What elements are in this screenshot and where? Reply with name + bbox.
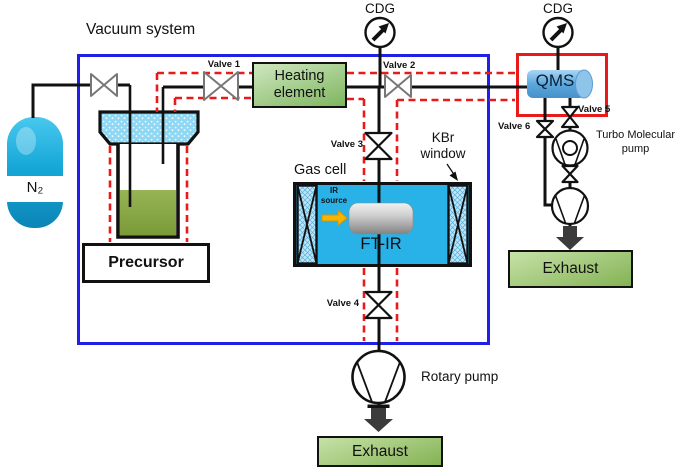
cdg-right-label: CDG — [543, 1, 573, 16]
cdg-gauge-left-icon — [364, 16, 396, 49]
rotary-pump-icon — [351, 349, 406, 408]
valve-1-label: Valve 1 — [207, 59, 240, 70]
precursor-stopper — [98, 110, 200, 146]
cdg-left-label: CDG — [365, 1, 395, 16]
qms-cylinder — [527, 69, 593, 99]
exhaust-box-bottom: Exhaust — [317, 436, 443, 467]
exhaust-box-right: Exhaust — [508, 250, 633, 288]
valve-1-icon — [203, 71, 239, 101]
pipe-valve6-bypass — [543, 137, 552, 207]
heating-tape-lines — [108, 71, 515, 341]
precursor-label: Precursor — [108, 254, 184, 271]
backing-pump-icon — [550, 186, 590, 226]
valve-5-label: Valve 5 — [578, 104, 611, 115]
rotary-pump-label: Rotary pump — [421, 369, 499, 384]
exhaust-right-label: Exhaust — [542, 260, 599, 277]
n2-cylinder-highlight — [16, 127, 36, 155]
heating-element-label-line1: Heating — [274, 67, 325, 84]
pipes — [31, 47, 572, 409]
precursor-liquid — [120, 190, 176, 235]
exhaust-arrow-bottom-icon — [364, 408, 393, 432]
cdg-gauge-right-icon — [542, 16, 574, 49]
ir-source-label-line1: IR — [330, 186, 338, 195]
valve-6-icon — [535, 119, 555, 139]
valve-4-icon — [364, 290, 393, 320]
ftir-label: FT-IR — [360, 235, 402, 253]
turbo-backing-valve-icon — [561, 164, 579, 184]
qms-highlight-box — [516, 53, 608, 117]
ir-source-label-line2: source — [320, 196, 348, 205]
heating-element-label-line2: element — [273, 85, 326, 101]
valve-2-icon — [384, 74, 412, 98]
kbr-window-left — [296, 184, 318, 265]
ir-beam-cylinder — [348, 202, 414, 235]
ir-source-arrow-icon — [321, 209, 348, 227]
heating-element-box: Heating element — [252, 62, 347, 108]
kbr-pointer-arrowhead — [449, 171, 458, 181]
n2-cylinder-band — [7, 176, 63, 202]
gas-cell-label: Gas cell — [294, 162, 347, 178]
turbo-pump-icon — [551, 129, 589, 167]
pipe-n2-to-valve — [31, 83, 91, 118]
n2-cylinder — [7, 117, 63, 228]
kbr-window-label-line1: KBr — [431, 130, 455, 145]
exhaust-arrow-right-icon — [556, 226, 584, 250]
exhaust-bottom-label: Exhaust — [351, 442, 408, 460]
kbr-window-label: KBr window — [406, 130, 480, 161]
valve-6-label: Valve 6 — [498, 121, 531, 132]
vacuum-system-boundary — [77, 54, 490, 345]
turbo-pump-label-line2: pump — [621, 142, 650, 155]
ir-source-label: IR source — [312, 186, 356, 206]
valve-3-label: Valve 3 — [330, 139, 363, 150]
qms-label: QMS — [535, 71, 575, 90]
n2-label: N₂ — [26, 179, 44, 196]
valve-2-label: Valve 2 — [383, 60, 416, 71]
turbo-pump-label-line1: Turbo Molecular — [595, 129, 676, 141]
valve-5-icon — [560, 105, 580, 129]
valve-4-label: Valve 4 — [326, 298, 359, 309]
valve-3-icon — [364, 131, 393, 161]
n2-valve-icon — [90, 73, 118, 97]
kbr-window-right — [447, 184, 469, 265]
turbo-pump-label: Turbo Molecular pump — [586, 129, 685, 157]
precursor-box: Precursor — [82, 243, 210, 283]
precursor-vessel — [98, 85, 200, 239]
kbr-window-label-line2: window — [420, 145, 466, 161]
vacuum-system-title: Vacuum system — [86, 21, 196, 38]
